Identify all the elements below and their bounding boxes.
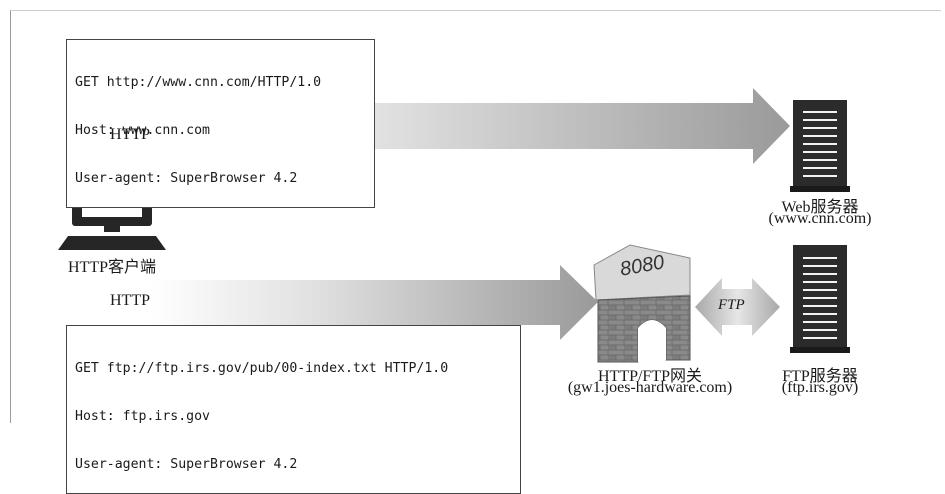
ftp-server-host: (ftp.irs.gov) — [781, 379, 859, 396]
web-server-host: (www.cnn.com) — [768, 210, 872, 227]
request-line: GET http://www.cnn.com/HTTP/1.0 — [75, 75, 322, 90]
client-label: HTTP客户端 — [67, 259, 156, 276]
ftp-link-label: FTP — [718, 297, 745, 313]
ftp-double-arrow — [695, 278, 780, 336]
gateway-name: HTTP/FTP网关 — [597, 368, 703, 385]
user-agent-header: User-agent: SuperBrowser 4.2 — [75, 171, 298, 186]
ftp-server-icon — [790, 245, 850, 353]
web-server-icon — [790, 100, 850, 192]
diagram-frame — [10, 10, 941, 423]
http-arrow-bottom — [150, 265, 598, 340]
protocol-label-bottom: HTTP — [110, 292, 150, 309]
host-header: Host: www.cnn.com — [75, 123, 210, 138]
gateway-host: (gw1.joes-hardware.com) — [567, 379, 733, 396]
ftp-server-name: FTP服务器 — [782, 368, 858, 385]
host-header: Host: ftp.irs.gov — [75, 409, 210, 424]
http-request-top: GET http://www.cnn.com/HTTP/1.0 Host: ww… — [66, 39, 375, 208]
web-server-name: Web服务器 — [781, 199, 859, 216]
request-line: GET ftp://ftp.irs.gov/pub/00-index.txt H… — [75, 361, 449, 376]
http-request-bottom: GET ftp://ftp.irs.gov/pub/00-index.txt H… — [66, 325, 521, 494]
gateway-icon — [593, 244, 691, 363]
protocol-label-top: HTTP — [110, 126, 150, 143]
user-agent-header: User-agent: SuperBrowser 4.2 — [75, 457, 298, 472]
